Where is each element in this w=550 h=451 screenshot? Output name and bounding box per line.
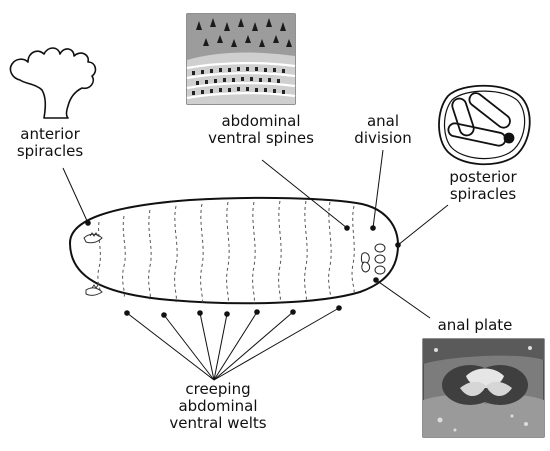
anterior-spiracle-illustration	[9, 47, 97, 119]
spines-photo	[186, 13, 296, 105]
posterior-spiracles-illustration	[438, 84, 531, 166]
anal-division-label: anal division	[354, 112, 412, 147]
posterior-spiracles-label: posterior spiracles	[449, 168, 517, 203]
leader-lines	[62, 149, 449, 381]
leader-dots	[85, 220, 401, 318]
anal-plate-label: anal plate	[437, 316, 513, 334]
larva-body	[68, 196, 400, 305]
anal-plate-photo	[422, 338, 545, 438]
abdominal-ventral-spines-label: abdominal ventral spines	[208, 112, 314, 147]
creeping-welts-label: creeping abdominal ventral welts	[169, 380, 267, 432]
anterior-spiracles-label: anterior spiracles	[16, 125, 84, 160]
